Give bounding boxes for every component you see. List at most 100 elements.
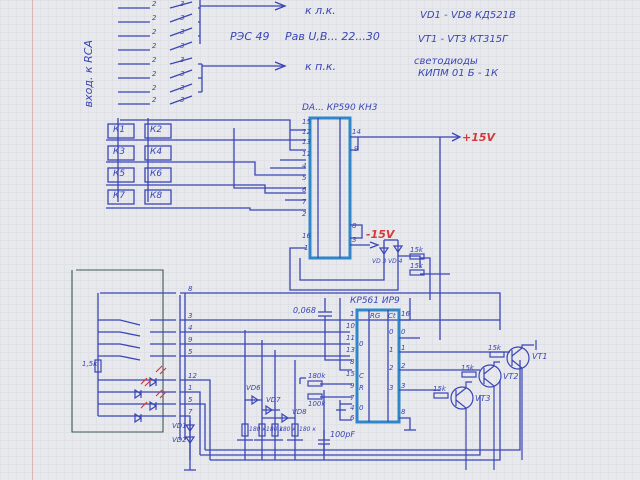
dd1-pin: 0 — [401, 328, 406, 336]
r15k-vt3-label: 15k — [433, 385, 446, 393]
plus15v-label: +15V — [462, 131, 496, 144]
vt1 — [506, 340, 537, 460]
switch-pin: 3 — [180, 0, 185, 8]
diode-network — [237, 330, 303, 460]
vd3-label: VD 3 — [372, 258, 387, 265]
plus15-wire — [350, 132, 462, 340]
r180-4-label: 180 к — [299, 426, 316, 433]
da1-pin: 14 — [352, 128, 361, 136]
switch-pin: 3 — [180, 56, 185, 64]
switch-bank-bottom — [118, 57, 285, 105]
dd1-pin: 15 — [346, 370, 355, 378]
da1-pin: 16 — [302, 232, 311, 240]
dd1-inner-label: 0 — [389, 328, 394, 336]
dd1-pin: 8 — [401, 408, 406, 416]
switch-pin: 2 — [152, 96, 157, 104]
r180-2-label: 180 к — [266, 426, 283, 433]
relay-k6: К6 — [150, 169, 163, 179]
switch-pin: 3 — [180, 14, 185, 22]
r180-1-label: 180 к — [249, 426, 266, 433]
switch-pin: 3 — [180, 28, 185, 36]
led-group — [134, 365, 167, 424]
r15k-vt1-label: 15k — [488, 344, 501, 352]
switch-pin: 3 — [180, 84, 185, 92]
dd1-pin: 3 — [401, 382, 406, 390]
connector-pin: 9 — [188, 336, 193, 344]
da1-label: DA... КР590 КН3 — [302, 103, 378, 113]
transistors-note: VT1 - VT3 КТ315Г — [418, 34, 508, 45]
connector-pin: 8 — [188, 285, 193, 293]
relay-k5: К5 — [113, 169, 126, 179]
relay-wiring — [106, 118, 306, 211]
r15k-b — [409, 269, 425, 276]
to-lk-label: к л.к. — [305, 4, 336, 17]
switch-pin: 2 — [152, 84, 157, 92]
cap1-label: 0,068 — [293, 306, 316, 315]
vt2-label: VT2 — [503, 372, 519, 381]
r180k-label: 180k — [308, 372, 326, 380]
da1-pin: 5 — [302, 174, 307, 182]
switch-bank-top — [118, 0, 285, 51]
relay-k7: К7 — [113, 191, 126, 201]
leds-title: светодиоды — [414, 56, 478, 67]
dd1-inner-label: Ct — [388, 312, 396, 320]
da1-pin: 13 — [302, 138, 311, 146]
dd1-pin: 1 — [401, 344, 406, 352]
vd3-symbol — [378, 247, 390, 256]
switch-pin: 2 — [152, 56, 157, 64]
vd6-symbol — [251, 394, 260, 406]
da1-pin: 15 — [302, 118, 311, 126]
dd1-pin: 4 — [350, 404, 355, 412]
connector-pin: 5 — [188, 396, 193, 404]
dd1-inner-label: 1 — [389, 346, 394, 354]
connector-pin: 1 — [188, 384, 193, 392]
relay-passport-label: Рав U,В... 22...30 — [285, 30, 380, 43]
r15k-a-label: 15k — [410, 246, 423, 254]
r-1k5 — [94, 359, 102, 373]
switch-pin: 3 — [180, 70, 185, 78]
relay-k3: К3 — [113, 147, 126, 157]
switch-pin: 3 — [180, 96, 185, 104]
r15k-b-label: 15k — [410, 262, 423, 270]
dd1-inner-label: C — [359, 372, 364, 380]
dd1-inner-label: 3 — [389, 384, 394, 392]
dd1-pin: 11 — [346, 334, 355, 342]
r100k-label: 100k — [308, 400, 326, 408]
dd1-label: КР561 ИР9 — [350, 296, 400, 306]
r180-3-label: 180 к — [279, 426, 296, 433]
vt3-label: VT3 — [475, 394, 491, 403]
da1-pin: 3 — [352, 236, 357, 244]
da1-pin: 9 — [354, 145, 359, 153]
r-100k — [307, 393, 323, 400]
switch-pin: 3 — [180, 42, 185, 50]
vd1-vd2-symbols — [184, 424, 196, 445]
r180-group — [241, 423, 299, 437]
relay-k8: К8 — [150, 191, 163, 201]
da1-pin: 8 — [352, 222, 357, 230]
r1k5-label: 1,5к — [82, 360, 98, 368]
input-wiring — [97, 292, 521, 471]
dd1-inner-label: R — [359, 384, 364, 392]
dd1-pin: 1 — [350, 310, 355, 318]
dd1-inner-label: RG — [370, 312, 381, 320]
vd6-label: VD6 — [246, 384, 261, 392]
da1-pin: 11 — [302, 150, 311, 158]
r15k-vt3 — [433, 392, 449, 399]
chip-da1-body — [308, 116, 352, 260]
switch-pin: 2 — [152, 0, 157, 8]
vd4-label: VD 4 — [388, 258, 403, 265]
relay-k2: К2 — [150, 125, 163, 135]
vd4-symbol — [392, 245, 404, 254]
da1-pin: 12 — [302, 128, 311, 136]
relay-k1: К1 — [113, 125, 126, 135]
dd1-pin: 8 — [350, 358, 355, 366]
relay-type-label: РЭС 49 — [230, 30, 270, 43]
dd1-pin: 2 — [401, 362, 406, 370]
da1-pin: 1 — [304, 244, 309, 252]
r15k-vt2-label: 15k — [461, 364, 474, 372]
vt1-label: VT1 — [532, 352, 548, 361]
dd1-pin: 16 — [401, 310, 410, 318]
da1-pin: 2 — [302, 210, 307, 218]
